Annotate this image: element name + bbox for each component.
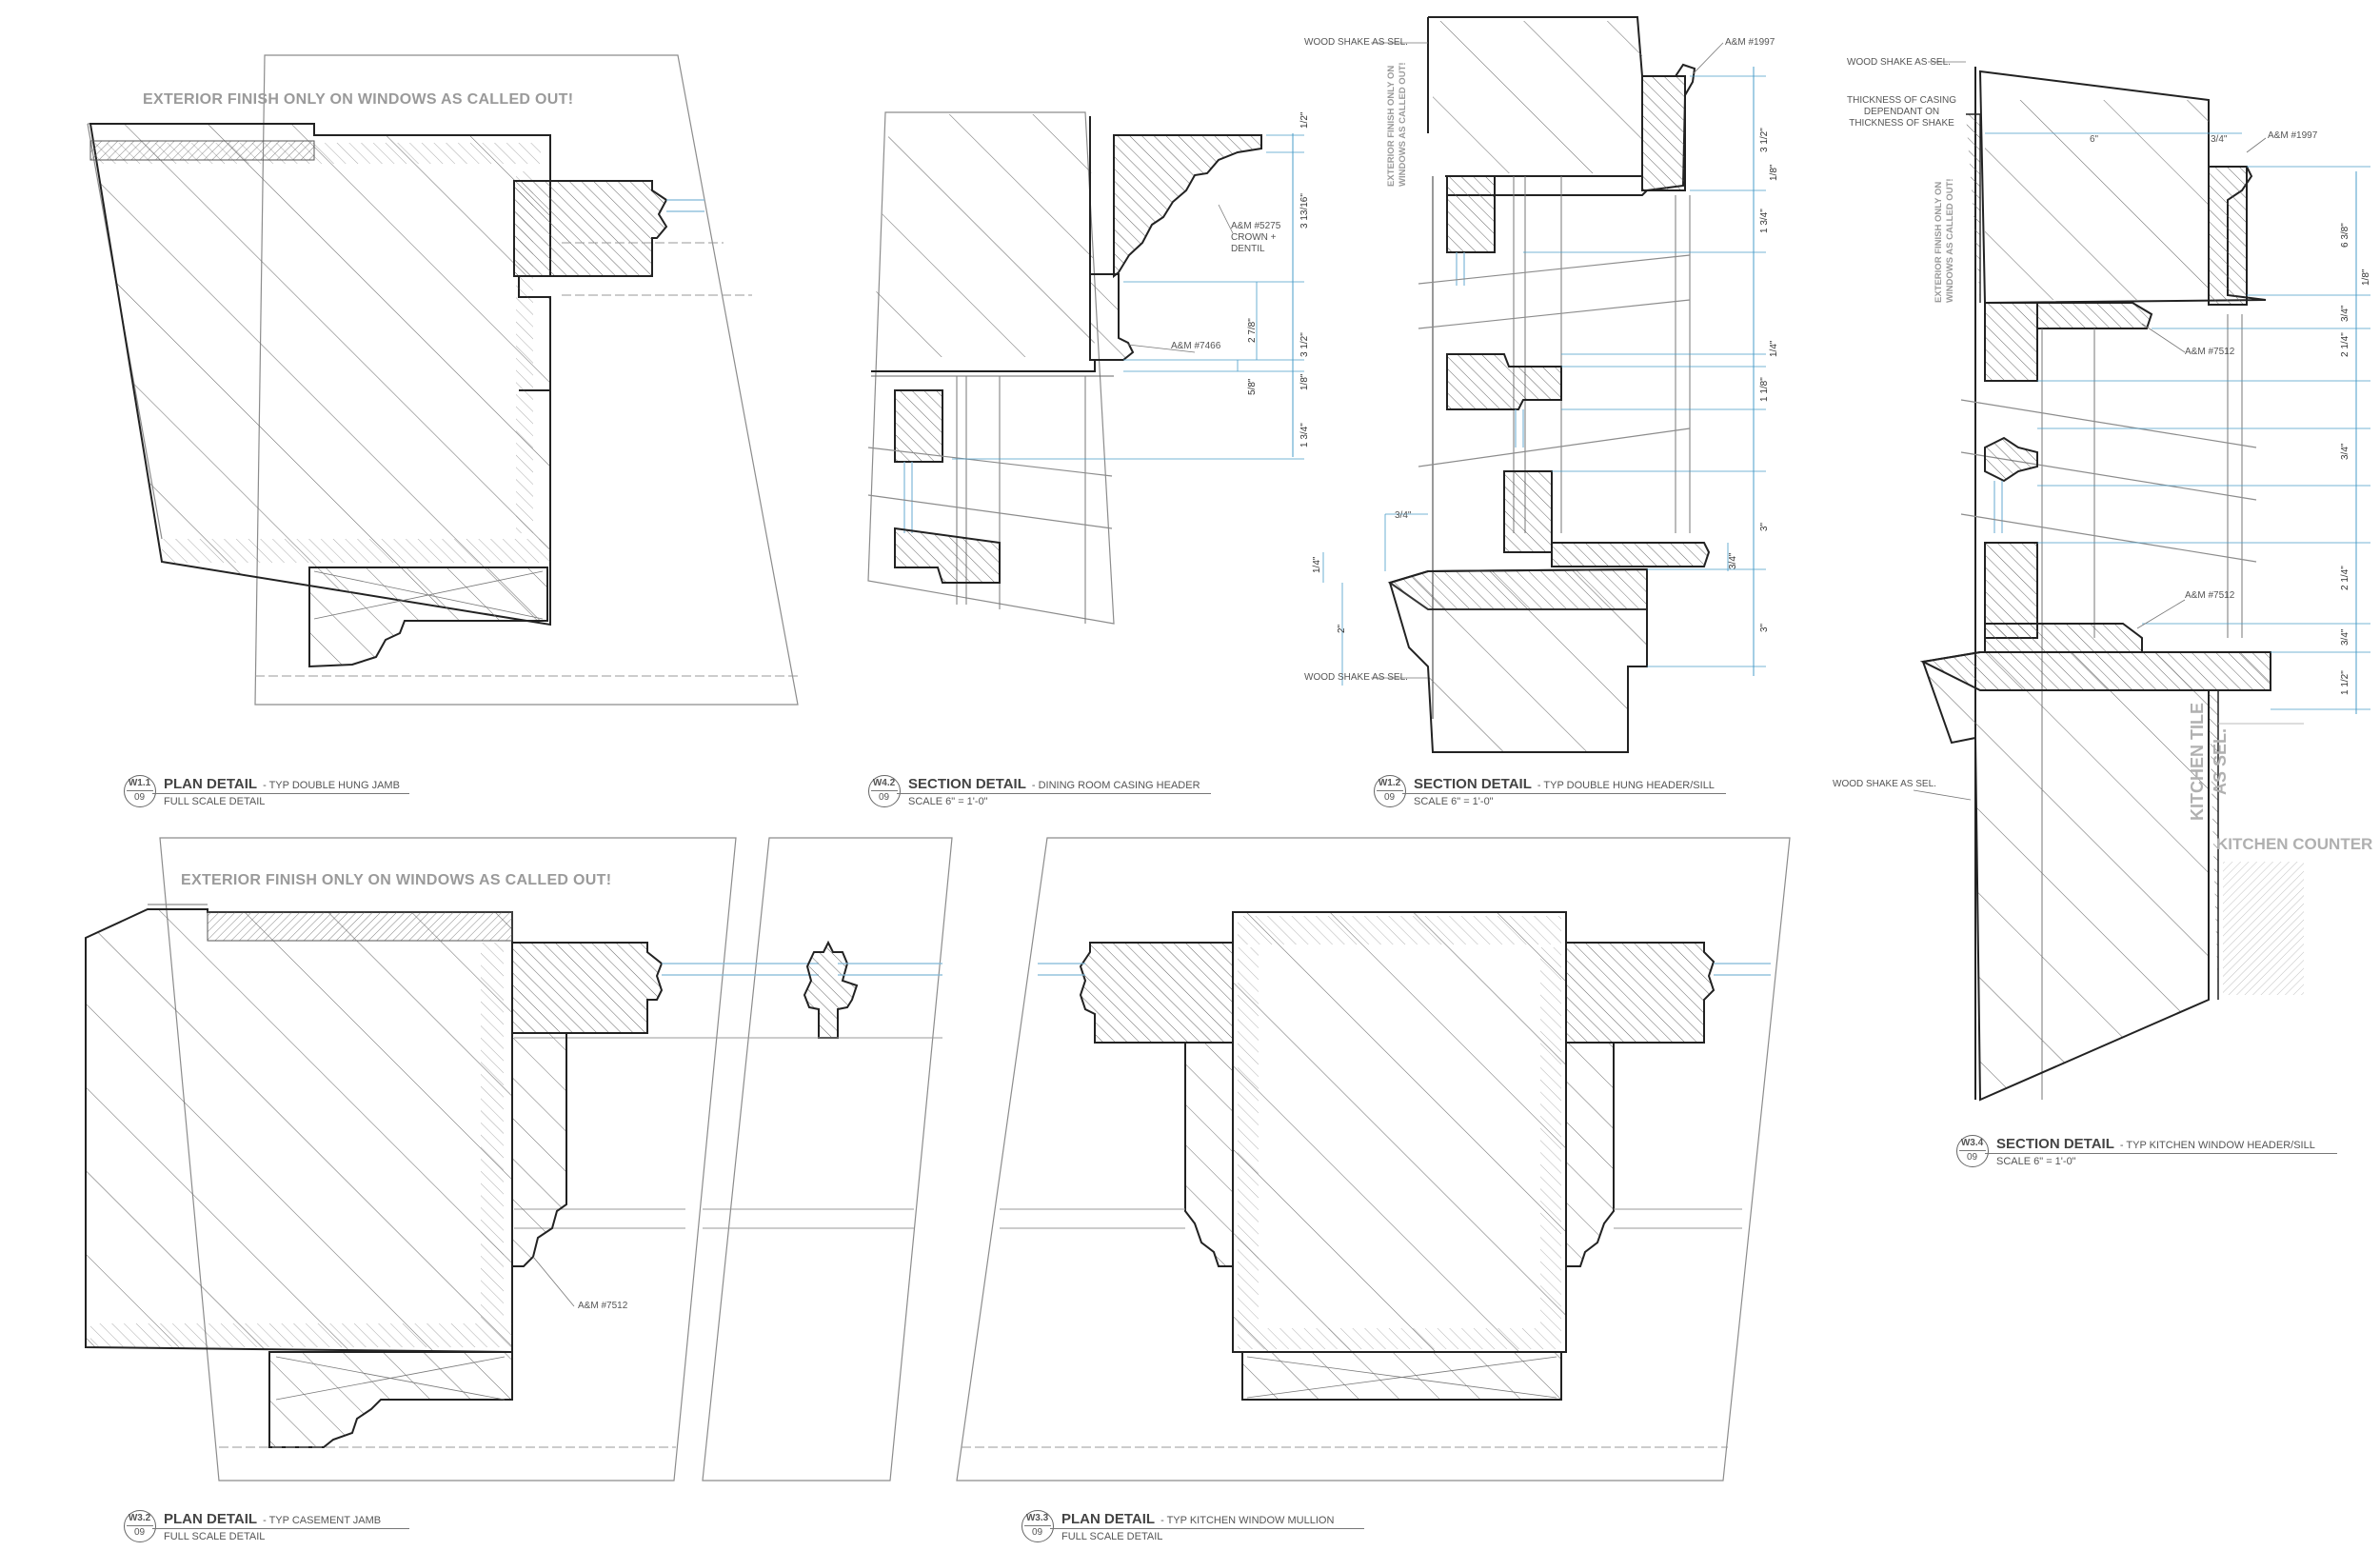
dim-w42-7: 1 3/4" [1299,423,1310,447]
dim-w42-2: 3 13/16" [1299,193,1310,229]
dim-w34-1: 6" [2090,134,2099,145]
dim-w12-6: 3" [1759,522,1770,531]
dim-w42-1: 1/2" [1299,111,1310,129]
dim-w34-5: 3/4" [2340,305,2350,322]
dim-w12-1: 3 1/2" [1759,128,1770,152]
exterior-finish-note-w1-1: EXTERIOR FINISH ONLY ON WINDOWS AS CALLE… [143,91,574,108]
am-1997-label-w3-4: A&M #1997 [2268,130,2318,141]
dim-w34-8: 2 1/4" [2340,566,2350,590]
am-5275-label: A&M #5275 CROWN + DENTIL [1231,221,1281,254]
am-7512-label-1: A&M #7512 [2185,347,2235,357]
dim-w34-4: 1/8" [2361,268,2371,286]
dim-w12-11: 2" [1337,624,1347,633]
dim-w42-6: 1/8" [1299,373,1310,390]
exterior-finish-vertical-w3-4: EXTERIOR FINISH ONLY ON WINDOWS AS CALLE… [1934,178,1955,303]
dim-w34-2: 3/4" [2211,134,2228,145]
am-1997-label-w1-2: A&M #1997 [1725,37,1775,48]
detail-w3-2 [85,837,953,1481]
detail-w3-3 [956,837,1791,1481]
exterior-finish-vertical-w1-2: EXTERIOR FINISH ONLY ON WINDOWS AS CALLE… [1386,62,1408,187]
dim-w12-4: 1/4" [1769,340,1779,357]
dim-w12-7: 3/4" [1728,552,1738,569]
detail-w1-1 [87,54,800,706]
kitchen-counter-note: KITCHEN COUNTER [2216,835,2373,853]
wood-shake-note-1: WOOD SHAKE AS SEL. [1304,37,1408,48]
leader-lines [532,42,2267,1307]
detail-w4-2 [867,111,1304,625]
detail-w1-2 [1322,16,1766,753]
dim-w34-3: 6 3/8" [2340,223,2350,248]
dim-w12-3: 1 3/4" [1759,209,1770,233]
dim-w12-9: 3/4" [1395,510,1412,521]
dim-w34-7: 3/4" [2340,443,2350,460]
wood-shake-note-3: WOOD SHAKE AS SEL. [1847,57,1951,68]
dim-w34-6: 2 1/4" [2340,332,2350,357]
am-7466-label: A&M #7466 [1171,341,1221,351]
dim-w42-5: 5/8" [1247,378,1258,395]
wood-shake-note-4: WOOD SHAKE AS SEL. [1833,779,1936,789]
thickness-casing-note: THICKNESS OF CASING DEPENDANT ON THICKNE… [1847,95,1957,129]
dim-w42-3: 2 7/8" [1247,318,1258,343]
dim-w12-8: 3" [1759,623,1770,632]
am-7512-label-3: A&M #7512 [578,1301,628,1311]
detail-w3-4 [1919,67,2370,1102]
am-7512-label-2: A&M #7512 [2185,590,2235,601]
exterior-finish-note-w3-2: EXTERIOR FINISH ONLY ON WINDOWS AS CALLE… [181,872,612,888]
dim-w42-4: 3 1/2" [1299,332,1310,357]
kitchen-tile-note: KITCHEN TILE AS SEL. [2188,703,2230,821]
dim-w34-9: 3/4" [2340,628,2350,646]
dim-w12-10: 1/4" [1312,556,1322,573]
dim-w34-10: 1 1/2" [2340,670,2350,695]
dim-w12-5: 1 1/8" [1759,377,1770,402]
dim-w12-2: 1/8" [1769,164,1779,181]
wood-shake-note-2: WOOD SHAKE AS SEL. [1304,672,1408,683]
